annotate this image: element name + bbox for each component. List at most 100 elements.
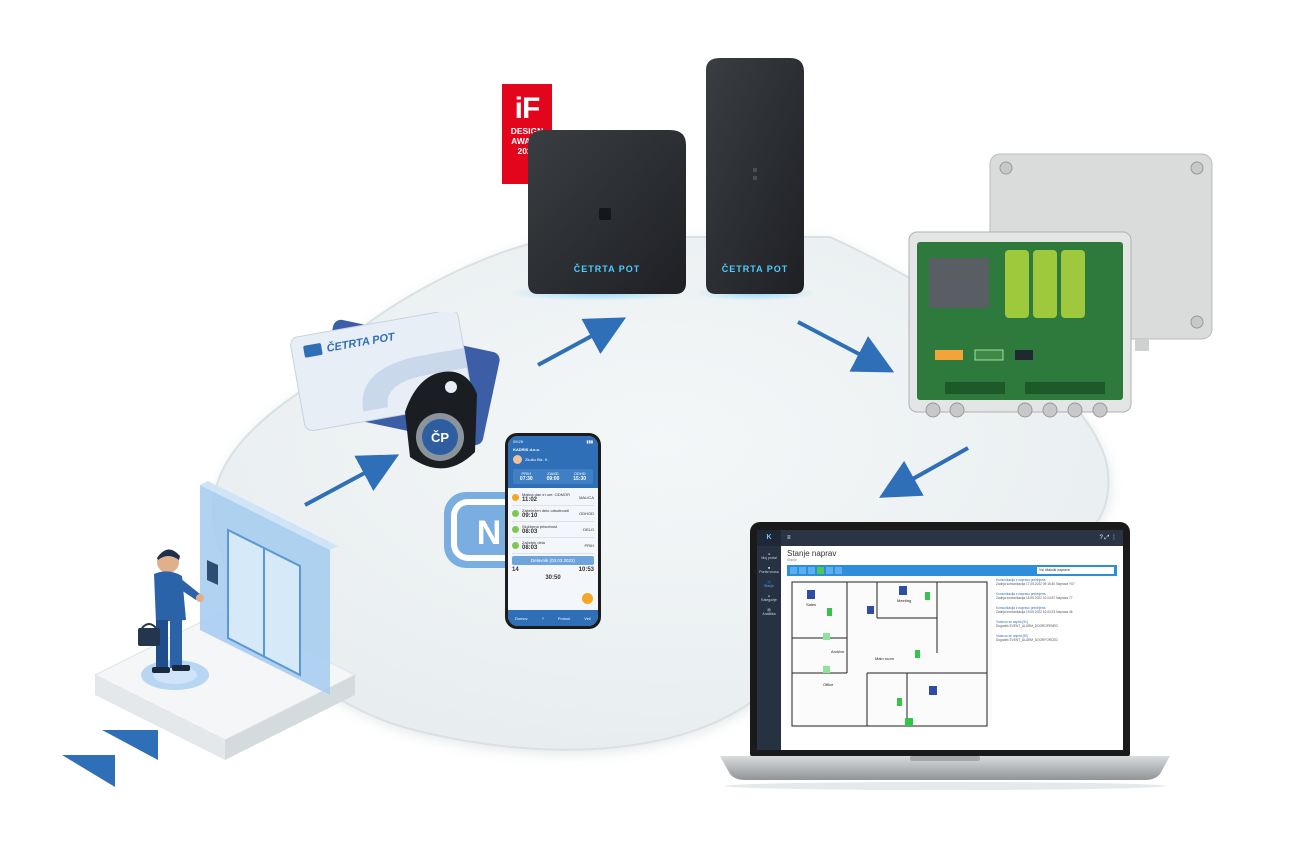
summary-value: 14	[512, 567, 519, 573]
door-status-icon[interactable]	[915, 650, 920, 658]
arrow-reader-to-controller	[797, 320, 895, 373]
status-icon	[512, 526, 519, 533]
entry-label: Malica dan in ure: ODMOR	[522, 492, 571, 497]
page-title: Stanje naprav	[787, 549, 837, 558]
smartphone: 09:29 ▮▮▮ KADRIS d.o.o. Zkušu Biz. K. PR…	[505, 433, 601, 629]
floor-plan: Sales Meeting Archive Main room Office	[787, 578, 992, 728]
app-toolbar: Vsi čitalniki naprave	[787, 565, 1117, 576]
sidebar-item-label: Stanje	[764, 584, 774, 588]
tool-button[interactable]	[826, 567, 833, 574]
nav-home[interactable]: Domov	[514, 615, 528, 621]
phone-company: KADRIS d.o.o.	[513, 447, 541, 452]
rfid-cards: ČETRTA POT ČP	[290, 312, 500, 469]
log-entry[interactable]: Vrata so se zaprla [91]Dogodek EVENT_ALA…	[996, 620, 1117, 628]
log-title: Komunikacija z napravo prekinjena	[996, 578, 1046, 582]
col-value: 09:00	[546, 476, 560, 482]
wide-reader-icon: ČETRTA POT	[528, 130, 686, 294]
add-button[interactable]	[582, 593, 593, 604]
corner-accent-icon	[62, 730, 158, 787]
laptop-screen: K ●Moj portal ■Portal vnosa ◎Stanje ●Kat…	[757, 530, 1123, 750]
sidebar-item-entry[interactable]: ■Portal vnosa	[759, 566, 778, 574]
summary-value: 30:50	[545, 575, 561, 581]
sidebar-item-categories[interactable]: ●Kategorije	[761, 594, 777, 602]
log-entry[interactable]: Vrata so se odprla [90]Dogodek EVENT_ALA…	[996, 634, 1117, 642]
sidebar-item-analytics[interactable]: ▤Analitika	[762, 608, 775, 616]
door-status-icon[interactable]	[897, 698, 902, 706]
app-logo: K	[757, 530, 781, 546]
svg-text:ČP: ČP	[431, 430, 449, 445]
tall-reader-icon: ČETRTA POT	[706, 58, 804, 294]
entry-tag: DELO	[583, 527, 594, 532]
nav-help[interactable]: ?	[541, 615, 544, 621]
entry-label: Službena prisotnost	[522, 524, 558, 529]
door-status-icon[interactable]	[827, 608, 832, 616]
phone-time: 09:29	[513, 439, 524, 444]
device-icon[interactable]	[899, 586, 907, 595]
log-title: Vrata so se zaprla [91]	[996, 620, 1028, 624]
award-line2: AWARD	[511, 136, 543, 146]
award-line1: DESIGN	[510, 126, 544, 136]
sidebar-item-label: Kategorije	[761, 598, 777, 602]
tool-button[interactable]	[808, 567, 815, 574]
room-label: Main room	[875, 656, 895, 661]
tool-button[interactable]	[835, 567, 842, 574]
room-label: Meeting	[897, 598, 911, 603]
col-label: PRIH	[521, 471, 532, 476]
log-text: Dogodek EVENT_ALARM_DOORFORCED	[996, 638, 1058, 642]
door-status-icon[interactable]	[925, 592, 930, 600]
device-select[interactable]: Vsi čitalniki naprave	[1037, 567, 1114, 574]
col-value: 07:30	[519, 476, 533, 482]
wall-reader-icon	[207, 560, 218, 585]
device-icon[interactable]	[807, 590, 815, 599]
door-status-icon[interactable]	[823, 633, 830, 640]
app-sidebar: K ●Moj portal ■Portal vnosa ◎Stanje ●Kat…	[757, 530, 781, 750]
entry-label: Začetek dela	[522, 540, 545, 545]
log-title: Komunikacija z napravo prekinjena	[996, 606, 1046, 610]
briefcase-icon: ■	[767, 566, 771, 570]
section-label: Delavnik (03.03.2022)	[512, 556, 594, 565]
svg-text:N: N	[477, 514, 502, 552]
document-icon: ▤	[767, 608, 771, 612]
arrow-controller-to-laptop	[879, 446, 969, 498]
app-topbar: ≡ ? ⤢ ⋮	[781, 530, 1123, 546]
arrow-person-to-card	[304, 454, 400, 507]
device-icon[interactable]	[867, 606, 874, 614]
phone-user-name: Zkušu Biz. K.	[525, 457, 549, 462]
card-readers: ČETRTA POT ČETRTA POT	[510, 58, 815, 301]
entry-time: 08:03	[522, 545, 538, 551]
status-icon	[512, 494, 519, 501]
door-status-icon[interactable]	[905, 718, 913, 726]
room-label: Archive	[831, 649, 845, 654]
nav-more[interactable]: Več	[584, 615, 591, 621]
tool-button[interactable]	[799, 567, 806, 574]
sidebar-item-label: Moj portal	[761, 556, 777, 560]
laptop: K ●Moj portal ■Portal vnosa ◎Stanje ●Kat…	[750, 522, 1130, 756]
door-status-icon[interactable]	[823, 666, 830, 673]
log-text: Zadnja komunikacija 19.05.2022 10:03:23 …	[996, 610, 1073, 614]
status-icon: ◎	[767, 580, 771, 584]
arrow-card-to-reader	[537, 317, 627, 367]
device-icon[interactable]	[929, 686, 937, 695]
entry-label: Zabeležen delo odsotnosti	[522, 508, 569, 513]
signal-icon: ▮▮▮	[586, 439, 593, 444]
sidebar-item-label: Analitika	[762, 612, 776, 616]
entry-time: 11:02	[522, 497, 538, 503]
status-icon	[512, 542, 519, 549]
tool-button[interactable]	[817, 567, 824, 574]
sidebar-item-status[interactable]: ◎Stanje	[764, 580, 774, 588]
room-label: Office	[823, 682, 834, 687]
entry-time: 08:03	[522, 529, 538, 535]
sidebar-item-portal[interactable]: ●Moj portal	[761, 552, 776, 560]
nav-support[interactable]: Pomoč	[557, 615, 571, 621]
menu-icon[interactable]: ≡	[787, 535, 791, 541]
person-icon	[138, 549, 204, 673]
tool-button[interactable]	[790, 567, 797, 574]
